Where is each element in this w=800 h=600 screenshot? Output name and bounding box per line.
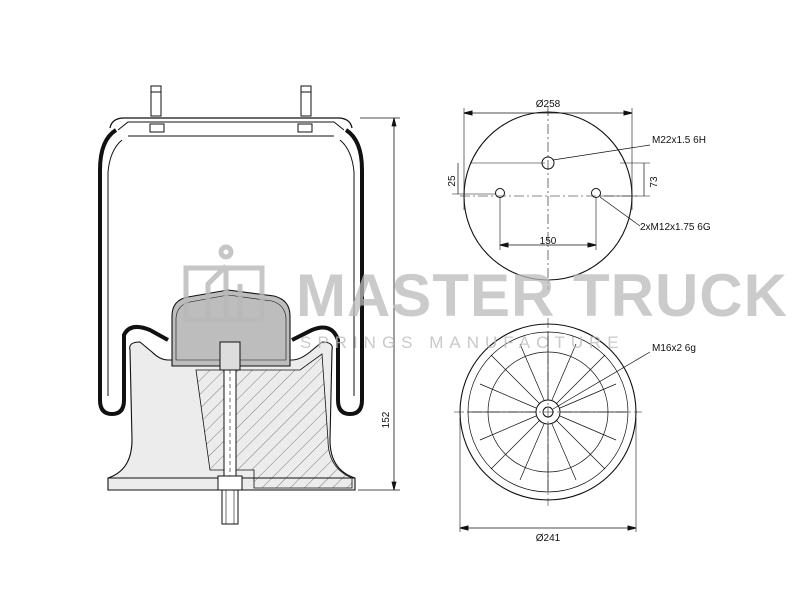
bottom-view: [454, 318, 651, 532]
height-label: 152: [381, 411, 392, 428]
stud-spacing-label: 150: [540, 236, 557, 247]
rubber-bellow: [98, 128, 364, 417]
ribs: [468, 332, 628, 492]
studs-label: 2xM12x1.75 6G: [640, 222, 711, 233]
top-port-label: M22x1.5 6H: [652, 135, 706, 146]
bottom-diameter-label: Ø241: [536, 533, 561, 544]
watermark-tagline: SPRINGS MANUFACTURE: [300, 333, 625, 352]
top-offset-right-label: 73: [649, 176, 660, 188]
height-dimension: [358, 117, 400, 491]
top-studs: [150, 85, 312, 117]
watermark-logo: [183, 244, 265, 323]
top-plate: [109, 117, 353, 137]
center-bolt: [217, 341, 243, 525]
stud-hole-left: [495, 188, 505, 198]
watermark: MASTER TRUCK SPRINGS MANUFACTURE: [183, 244, 788, 352]
stud-hole-right: [591, 188, 601, 198]
watermark-brand: MASTER TRUCK: [296, 262, 788, 329]
top-view: [452, 106, 651, 290]
bottom-bolt-label: M16x2 6g: [652, 343, 696, 354]
top-offset-label: 25: [447, 175, 458, 187]
top-diameter-label: Ø258: [536, 99, 561, 110]
